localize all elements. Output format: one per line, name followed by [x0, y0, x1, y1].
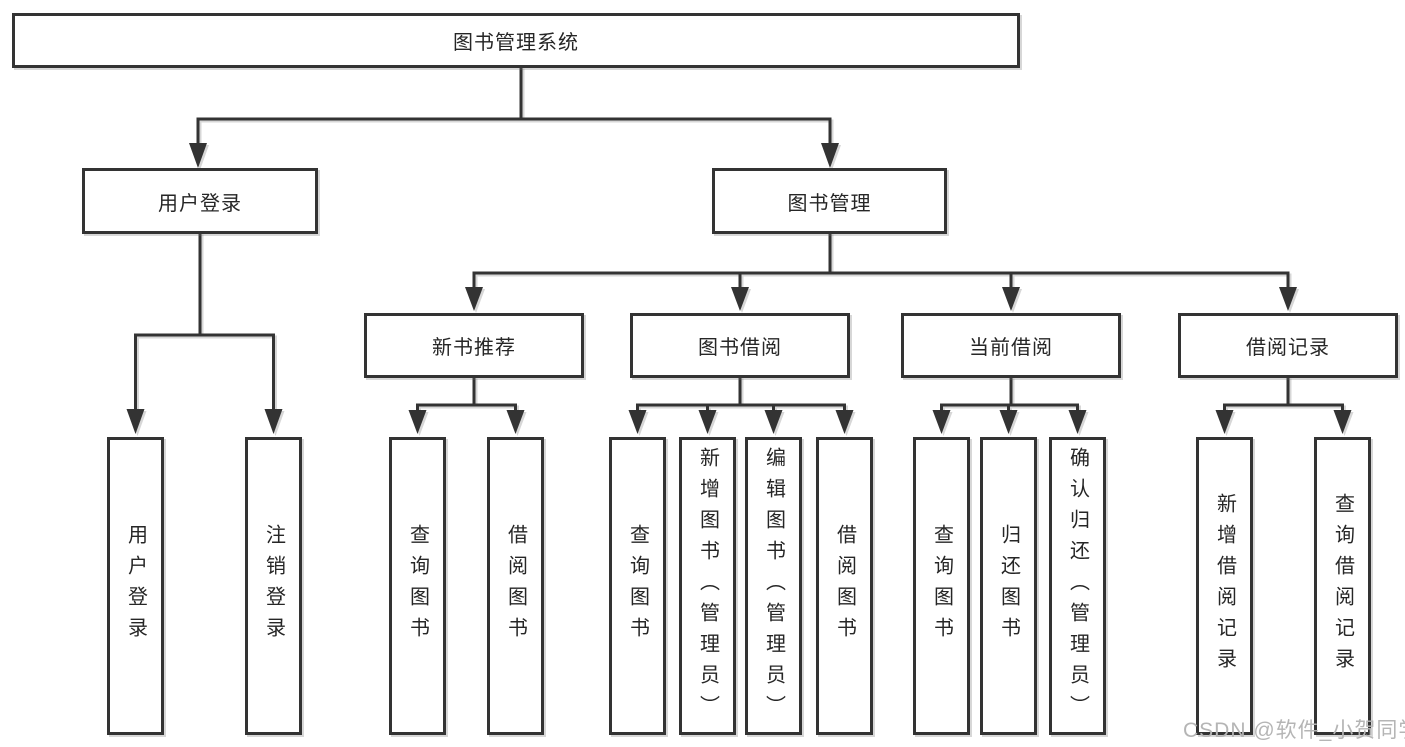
node-user-login: 用户登录 — [82, 168, 318, 234]
node-leaf-add-books-admin: 新增图书（管理员） — [679, 437, 736, 735]
node-label: 用户登录 — [124, 524, 147, 648]
node-book-borrowing: 图书借阅 — [630, 313, 850, 378]
node-leaf-query-books-borrowing: 查询图书 — [609, 437, 666, 735]
node-book-management: 图书管理 — [712, 168, 947, 234]
node-leaf-query-books-current: 查询图书 — [913, 437, 970, 735]
node-label: 借阅图书 — [833, 524, 856, 648]
node-label: 借阅记录 — [1246, 337, 1330, 359]
node-leaf-add-borrow-record: 新增借阅记录 — [1196, 437, 1253, 735]
node-label: 新增借阅记录 — [1213, 493, 1236, 679]
node-library-management-system: 图书管理系统 — [12, 13, 1020, 68]
node-label: 查询图书 — [406, 524, 429, 648]
node-label: 归还图书 — [997, 524, 1020, 648]
node-leaf-user-login: 用户登录 — [107, 437, 164, 735]
node-leaf-borrow-books-recommend: 借阅图书 — [487, 437, 544, 735]
node-label: 当前借阅 — [969, 337, 1053, 359]
node-label: 图书管理系统 — [453, 32, 579, 54]
node-current-borrowing: 当前借阅 — [901, 313, 1121, 378]
node-label: 编辑图书（管理员） — [762, 446, 785, 726]
node-borrowing-records: 借阅记录 — [1178, 313, 1398, 378]
node-label: 确认归还（管理员） — [1066, 446, 1089, 726]
node-leaf-query-books-recommend: 查询图书 — [389, 437, 446, 735]
node-label: 图书借阅 — [698, 337, 782, 359]
node-leaf-logout: 注销登录 — [245, 437, 302, 735]
node-label: 新增图书（管理员） — [696, 446, 719, 726]
node-leaf-confirm-return-admin: 确认归还（管理员） — [1049, 437, 1106, 735]
node-label: 用户登录 — [158, 192, 242, 215]
watermark: CSDN @软件_小贺同学 — [1183, 719, 1405, 742]
node-new-book-recommendation: 新书推荐 — [364, 313, 584, 378]
node-leaf-edit-books-admin: 编辑图书（管理员） — [745, 437, 802, 735]
node-label: 查询借阅记录 — [1331, 493, 1354, 679]
node-label: 借阅图书 — [504, 524, 527, 648]
node-label: 注销登录 — [262, 524, 285, 648]
node-label: 新书推荐 — [432, 337, 516, 359]
node-label: 图书管理 — [787, 192, 872, 215]
node-leaf-query-borrow-record: 查询借阅记录 — [1314, 437, 1371, 735]
node-label: 查询图书 — [930, 524, 953, 648]
node-leaf-borrow-books-borrowing: 借阅图书 — [816, 437, 873, 735]
node-label: 查询图书 — [626, 524, 649, 648]
node-leaf-return-books: 归还图书 — [980, 437, 1037, 735]
